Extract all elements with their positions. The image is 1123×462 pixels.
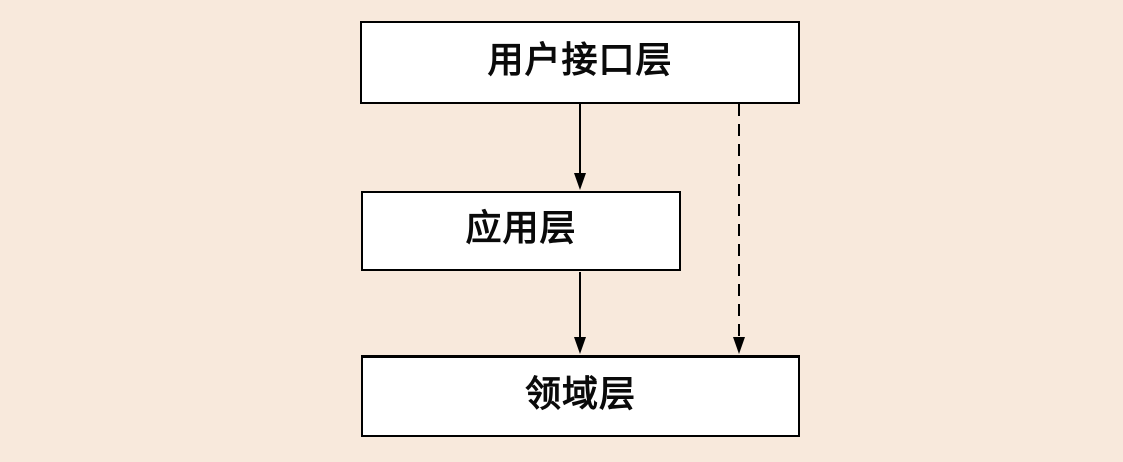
edge-ui-to-domain-dashed: [733, 104, 745, 354]
node-ui-layer: 用户接口层: [360, 21, 800, 104]
node-ui-layer-label: 用户接口层: [487, 38, 673, 80]
edge-ui-to-application: [574, 104, 586, 190]
node-application-layer-label: 应用层: [465, 207, 577, 248]
node-domain-layer: 领域层: [361, 355, 800, 437]
node-application-layer: 应用层: [361, 191, 681, 271]
node-domain-layer-label: 领域层: [524, 372, 636, 414]
edge-application-to-domain: [574, 272, 586, 354]
